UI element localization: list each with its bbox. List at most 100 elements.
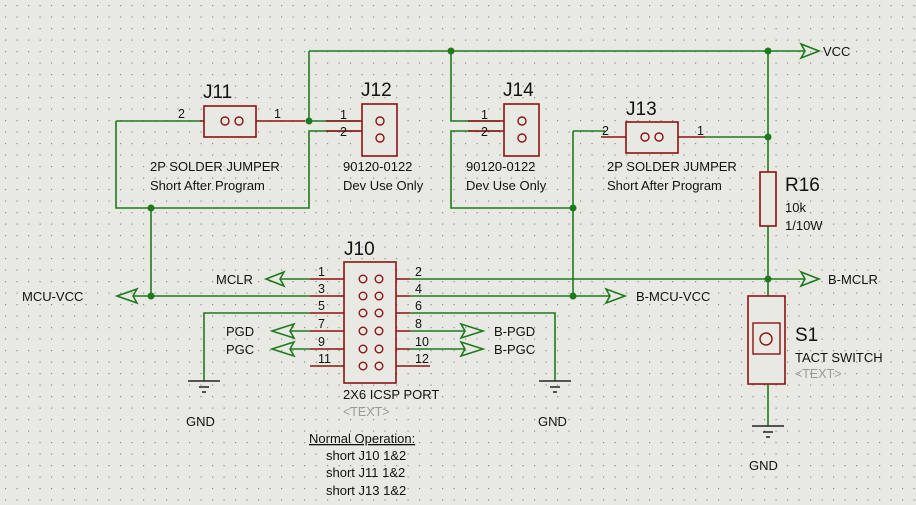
wire-gnd-right [410,312,556,381]
j13-pad [640,132,650,142]
j13-body [625,121,679,154]
j10-pad [358,326,368,336]
s1-inner [752,322,781,355]
j13-pin-num: 2 [602,124,609,138]
s1-ref: S1 [795,325,818,346]
junction-dot [447,47,455,55]
junction-dot [147,292,155,300]
junction-dot [569,292,577,300]
pgc-label: PGC [226,342,254,357]
pgc-flag[interactable]: PGC [226,340,296,358]
ground-icon [188,380,220,393]
component-s1[interactable]: S1 TACT SWITCH <TEXT> [747,295,883,385]
j12-ref: J12 [361,80,392,101]
j10-pin-num: 3 [318,282,325,296]
junction-dot [147,204,155,212]
j11-pad [220,116,230,126]
component-j12[interactable]: J12 1 2 90120-0122 Dev Use Only [326,80,424,193]
b-mclr-label: B-MCLR [828,272,878,287]
j10-pin-num: 4 [415,282,422,296]
j11-ref: J11 [203,82,232,103]
component-r16[interactable]: R16 10k 1/10W [759,171,823,233]
note-line: short J11 1&2 [326,465,405,480]
component-j11[interactable]: J11 2 1 2P SOLDER JUMPER Short After Pro… [150,82,305,193]
j10-pad [374,361,384,371]
b-pgc-flag[interactable]: B-PGC [459,340,535,358]
note-heading: Normal Operation: [309,431,415,446]
vcc-flag[interactable]: VCC [799,42,850,60]
mclr-flag[interactable]: MCLR [216,270,286,288]
j10-pads [358,274,384,371]
net-arrow-icon [263,270,286,288]
j10-value: 2X6 ICSP PORT [343,387,439,402]
gnd-symbol-left[interactable]: GND [186,380,220,429]
j14-pin-num: 1 [481,108,488,122]
component-j13[interactable]: J13 2 1 2P SOLDER JUMPER Short After Pro… [601,99,737,193]
wire-gnd-left [203,312,310,381]
s1-button-icon [759,332,773,346]
j14-value: 90120-0122 [466,159,535,174]
j10-pin-num: 12 [415,352,429,366]
j12-pin-num: 1 [340,108,347,122]
j13-value: 2P SOLDER JUMPER [607,159,737,174]
net-arrow-icon [114,287,139,305]
j11-value: 2P SOLDER JUMPER [150,159,280,174]
j10-pin-num: 11 [318,352,331,366]
j10-pad [374,274,384,284]
j12-pad [375,133,385,143]
gnd-symbol-right[interactable]: GND [538,380,571,429]
mcu-vcc-label: MCU-VCC [22,289,83,304]
gnd-symbol-s1[interactable]: GND [749,425,784,473]
component-j14[interactable]: J14 1 2 90120-0122 Dev Use Only [466,80,547,193]
gnd-label: GND [186,414,215,429]
j14-ref: J14 [503,80,534,101]
j11-body [203,105,257,138]
j10-placeholder: <TEXT> [343,405,390,419]
j10-pin-num: 1 [318,265,325,279]
j10-pad [358,308,368,318]
j10-pin-num: 8 [415,317,422,331]
j11-desc: Short After Program [150,178,265,193]
j13-pad [654,132,664,142]
j14-body [503,103,540,157]
net-arrow-icon [799,270,822,288]
j12-pad [375,116,385,126]
gnd-label: GND [538,414,567,429]
net-arrow-icon [459,340,486,358]
j12-body [361,103,398,157]
b-mcu-vcc-flag[interactable]: B-MCU-VCC [604,287,710,305]
j13-desc: Short After Program [607,178,722,193]
b-mclr-flag[interactable]: B-MCLR [799,270,878,288]
j10-pin-num: 2 [415,265,422,279]
b-pgd-flag[interactable]: B-PGD [459,322,535,340]
net-arrow-icon [459,322,486,340]
j12-value: 90120-0122 [343,159,412,174]
mcu-vcc-flag[interactable]: MCU-VCC [22,287,139,305]
j11-pin-num: 1 [274,107,281,121]
pgd-flag[interactable]: PGD [226,322,296,340]
net-arrow-icon [604,287,628,305]
j10-pin-num: 9 [318,335,325,349]
junction-dot [305,117,313,125]
junction-dot [764,275,772,283]
j14-pin-num: 2 [481,125,488,139]
ground-icon [539,380,571,393]
net-arrow-icon [799,42,822,60]
r16-ref: R16 [785,175,820,196]
j10-body [343,261,397,384]
j10-pad [358,291,368,301]
j10-pad [374,291,384,301]
b-pgd-label: B-PGD [494,324,535,339]
j12-desc: Dev Use Only [343,178,424,193]
net-flags: VCC B-MCLR MCLR MCU-VCC B-MCU-VCC PGD PG… [22,42,878,358]
b-pgc-label: B-PGC [494,342,535,357]
j14-desc: Dev Use Only [466,178,547,193]
note-line: short J10 1&2 [326,448,406,463]
j11-pad [234,116,244,126]
j10-pin-num: 7 [318,317,325,331]
j10-pad [374,308,384,318]
r16-body [759,171,777,227]
